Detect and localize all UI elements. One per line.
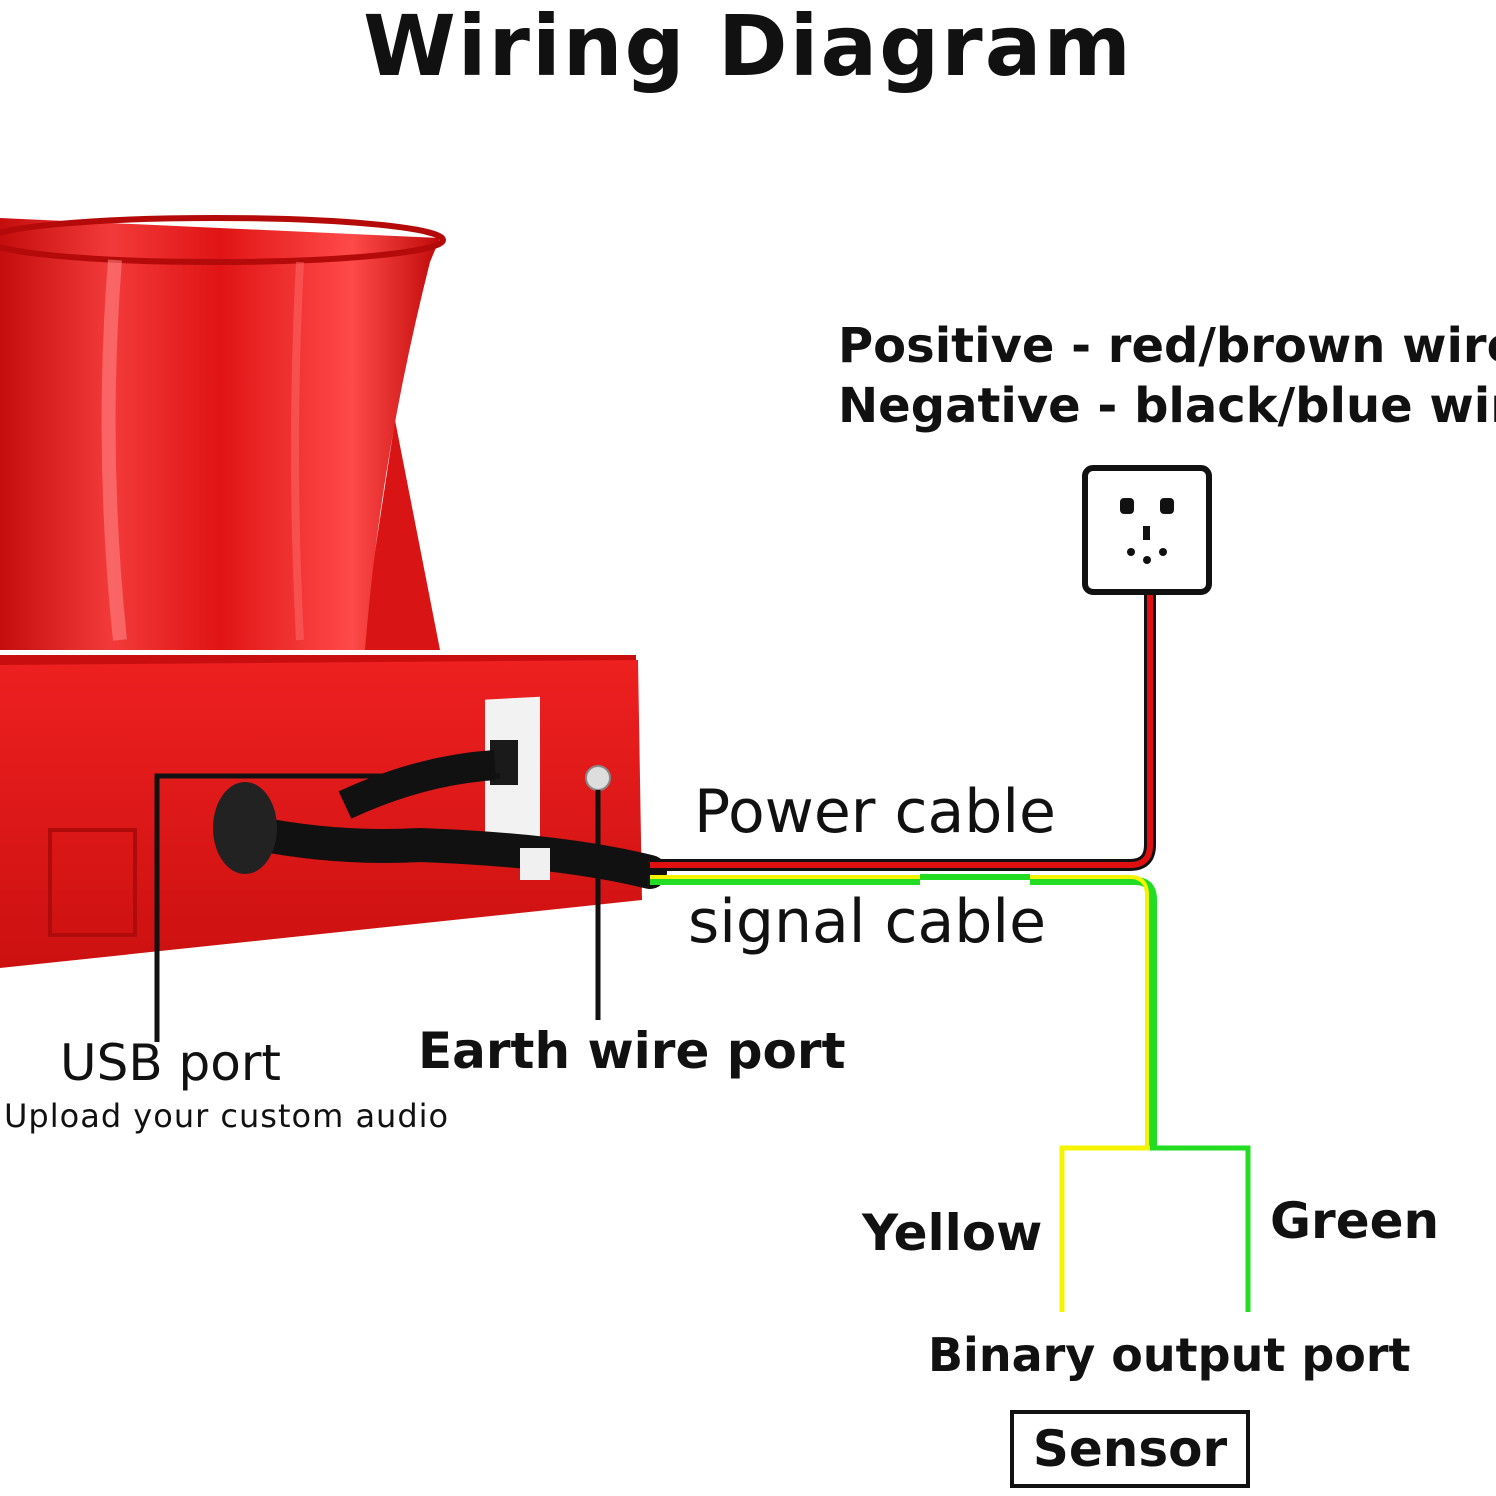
yellow-wire-label: Yellow <box>862 1204 1043 1262</box>
port-leader-lines <box>154 773 601 1042</box>
power-cable-line <box>650 592 1156 871</box>
siren-base-box <box>0 660 642 968</box>
signal-cable-line <box>650 874 1157 1148</box>
base-mount-tab <box>48 828 137 937</box>
sensor-wires <box>1059 1145 1251 1312</box>
legend-negative: Negative - black/blue wire <box>838 378 1496 434</box>
power-cable-label: Power cable <box>694 777 1056 847</box>
cable-sleeve <box>520 848 550 880</box>
green-wire <box>1150 1145 1251 1312</box>
sensor-box: Sensor <box>1010 1410 1250 1488</box>
usb-port-note: Upload your custom audio <box>4 1097 450 1135</box>
legend-positive: Positive - red/brown wire <box>838 318 1496 374</box>
horn-highlight <box>101 259 127 641</box>
yellow-wire <box>1059 1145 1150 1312</box>
earth-screw <box>585 765 611 791</box>
power-cord <box>223 813 667 889</box>
siren-device <box>0 215 667 968</box>
usb-port-label: USB port <box>60 1034 282 1092</box>
cable-gland <box>213 782 277 874</box>
binary-output-port-label: Binary output port <box>928 1328 1411 1382</box>
diagram-title: Wiring Diagram <box>363 0 1133 95</box>
wall-socket-icon <box>1082 465 1212 595</box>
sensor-label: Sensor <box>1032 1420 1228 1478</box>
usb-leader-line <box>154 773 500 1042</box>
signal-cable-label: signal cable <box>688 887 1046 957</box>
horn-highlight <box>291 261 304 641</box>
earth-wire-port-label: Earth wire port <box>418 1022 846 1080</box>
horn-rim <box>0 215 446 265</box>
green-wire-label: Green <box>1270 1192 1440 1250</box>
horn-bracket <box>360 420 440 650</box>
